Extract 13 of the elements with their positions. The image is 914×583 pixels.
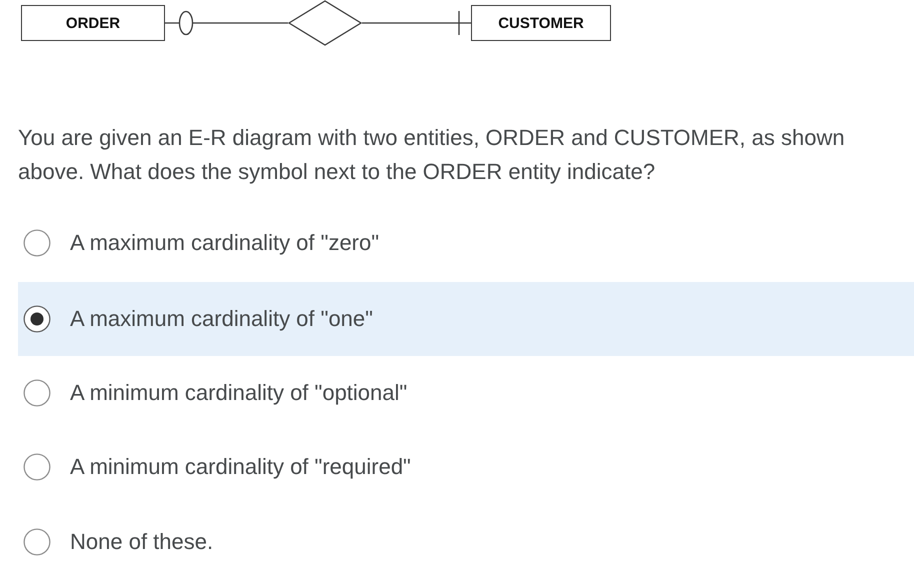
answer-option-text: A minimum cardinality of "required" bbox=[70, 453, 411, 481]
answer-option-text: None of these. bbox=[70, 528, 214, 556]
entity-name: CUSTOMER bbox=[498, 14, 584, 32]
relationship-line bbox=[165, 10, 288, 36]
relationship-line bbox=[362, 10, 471, 36]
answer-option-text: A maximum cardinality of "one" bbox=[70, 305, 373, 333]
entity-box bbox=[21, 5, 165, 41]
answer-option-text: A maximum cardinality of "zero" bbox=[70, 229, 380, 257]
question-text: You are given an E-R diagram with two entities, ORDER and CUSTOMER, as shown above. What does the symbol next to the ORDER entity indicate? bbox=[18, 124, 846, 186]
entity-box bbox=[471, 5, 611, 41]
entity-name: ORDER bbox=[66, 14, 120, 32]
answer-option-text: A minimum cardinality of "optional" bbox=[70, 379, 408, 407]
relationship-diamond bbox=[288, 0, 362, 46]
